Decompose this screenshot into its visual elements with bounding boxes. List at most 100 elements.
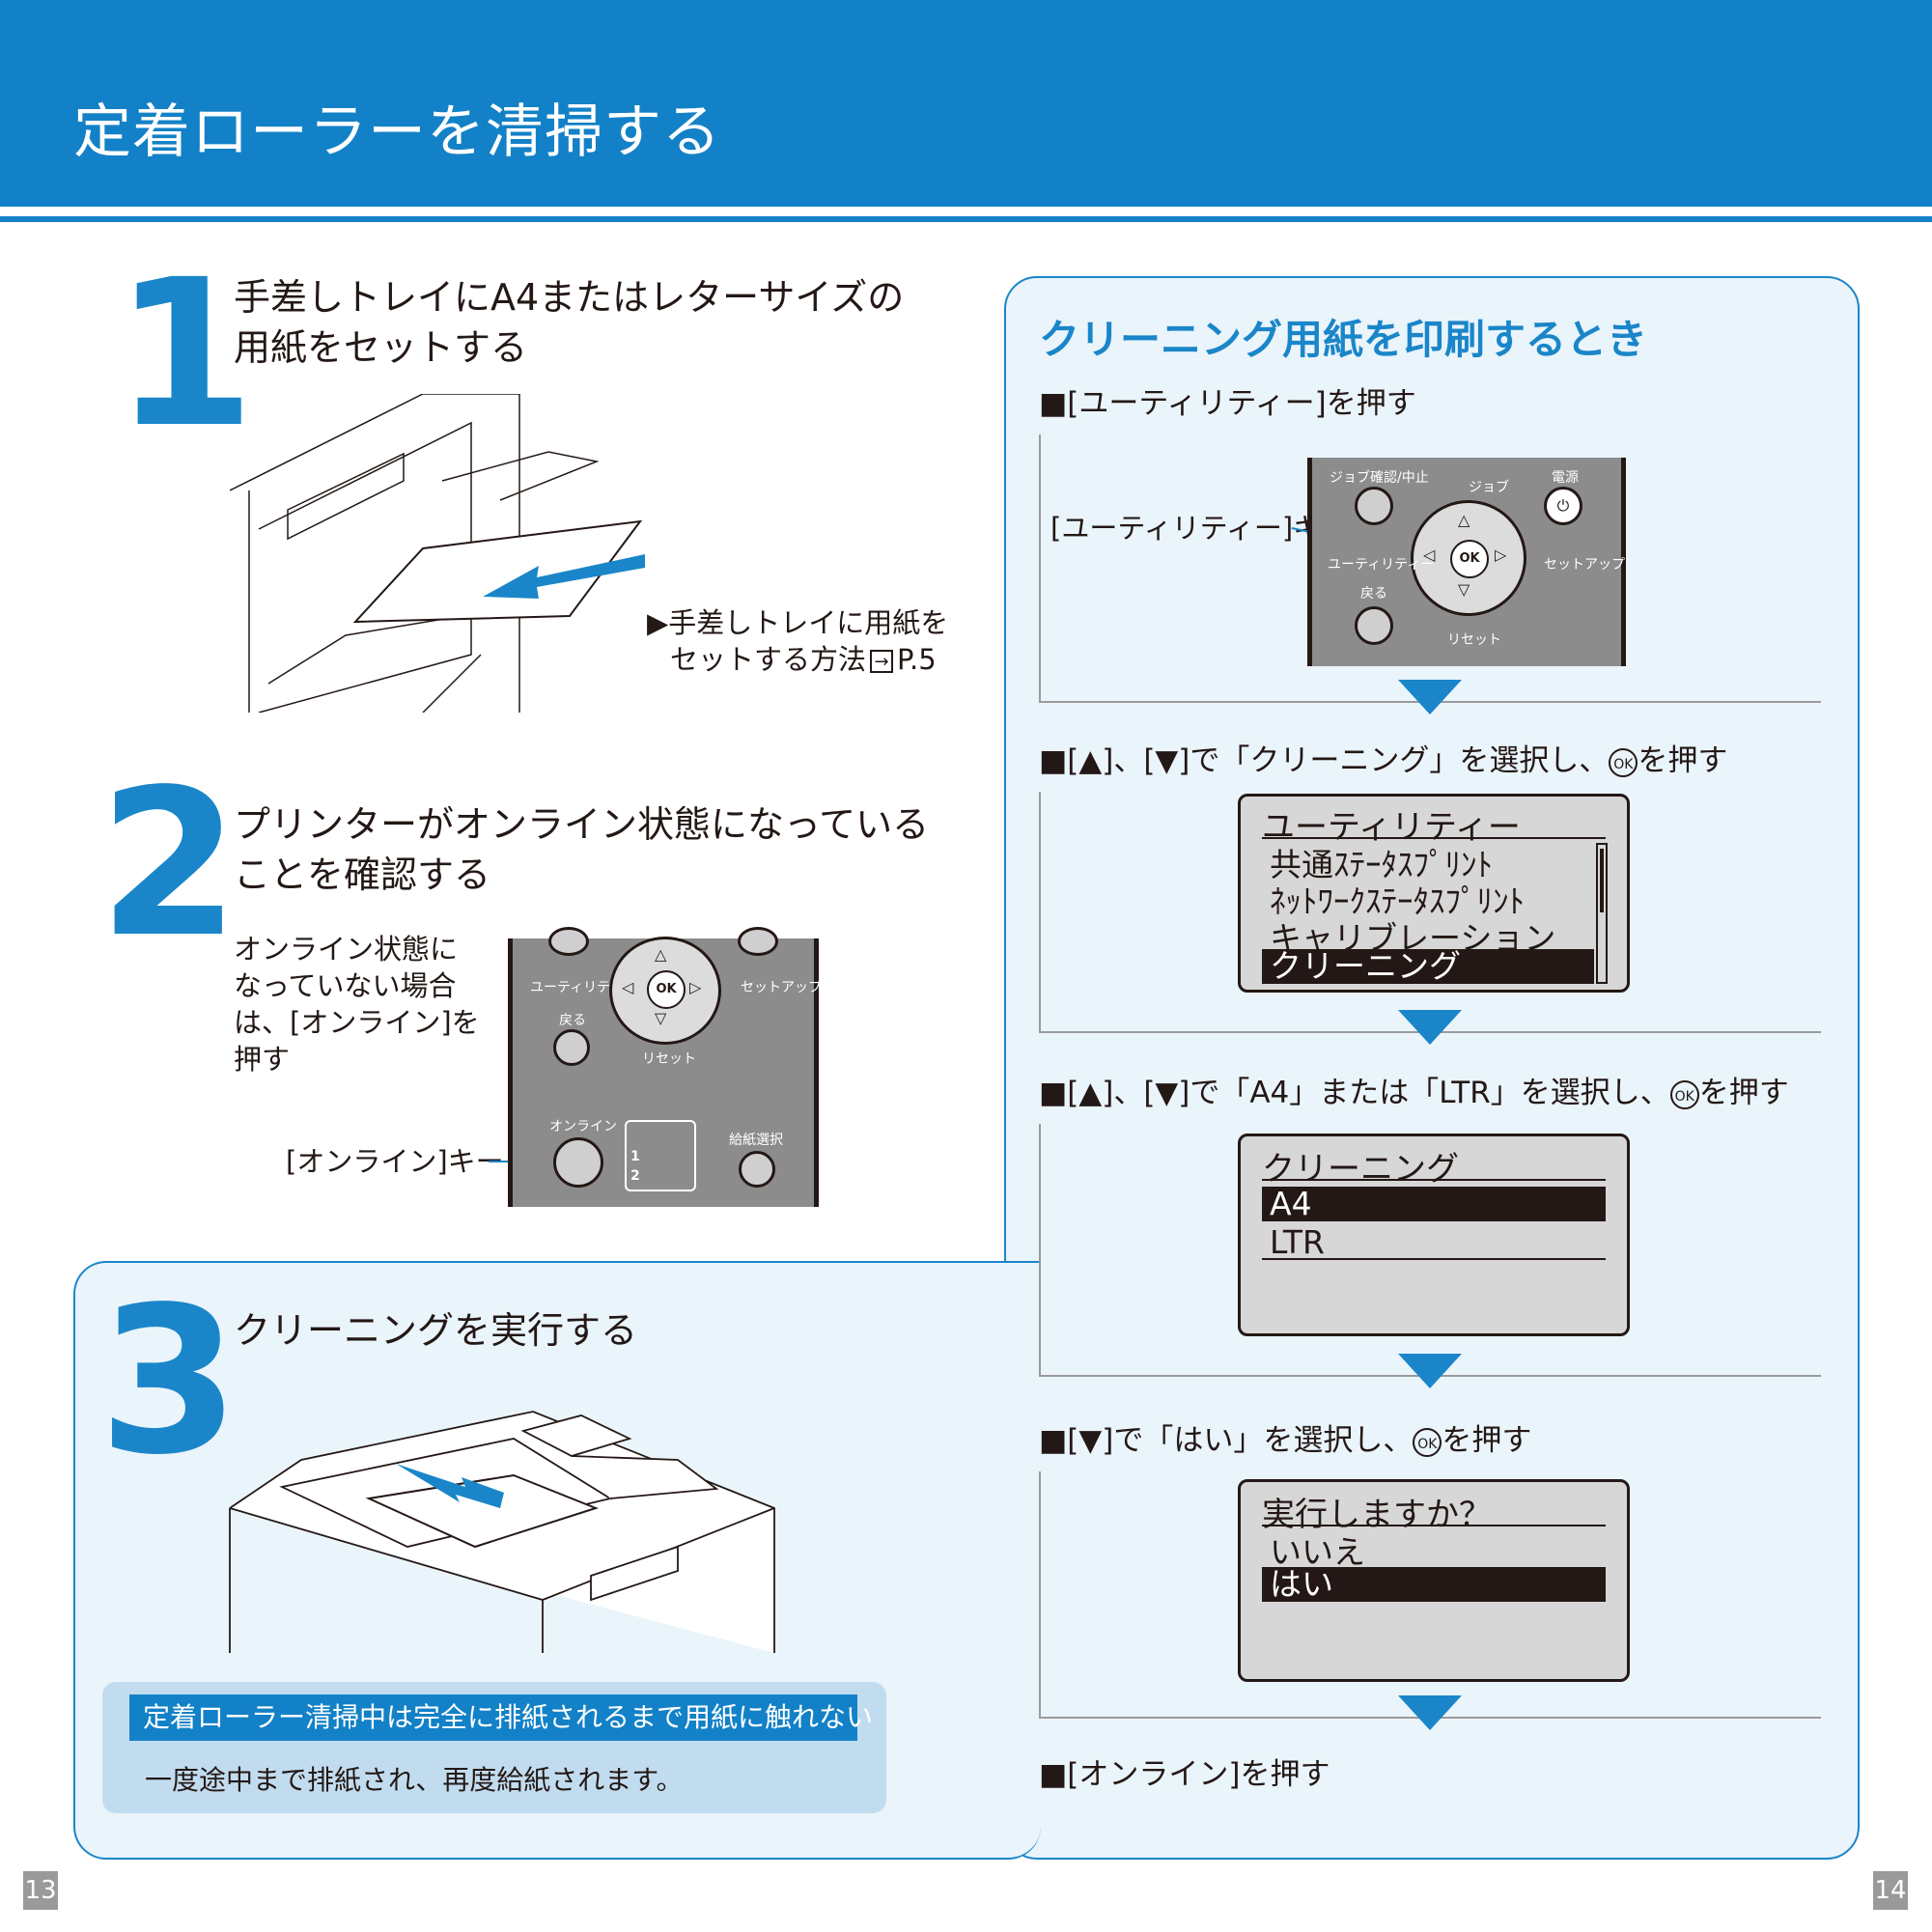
step2-note-line: なっていない場合 [234,969,457,1002]
lcd-item-rule [1262,1258,1606,1260]
instr-select-yes-text: ■[▼]で「はい」を選択し、 [1039,1423,1414,1458]
instr-select-cleaning-text: ■[▲]、[▼]で「クリーニング」を選択し、 [1039,743,1610,778]
frame1-left [1039,434,1041,703]
cleaning-heading: クリーニング用紙を印刷するとき [1039,316,1648,363]
back-label: 戻る [559,1013,586,1028]
down-arrow-icon[interactable]: ▽ [655,1009,667,1027]
left-arrow-icon[interactable]: ◁ [622,978,634,996]
step2-text-line2: ことを確認する [234,854,491,896]
step2-note: オンライン状態に なっていない場合 は、[オンライン]を 押す [234,931,480,1078]
down-arrow-icon[interactable]: ▽ [1458,580,1470,599]
ok-icon: OK [1609,747,1638,777]
page-link-icon: → [870,650,894,673]
step1-reference-text: セットする方法 [670,643,867,676]
instr-select-size-text: ■[▲]、[▼]で「A4」または「LTR」を選択し、 [1039,1076,1670,1110]
ok-icon: OK [1669,1079,1699,1109]
step1-text: 手差しトレイにA4またはレターサイズの 用紙をセットする [234,272,904,373]
lcd-menu-item[interactable]: ﾈｯﾄﾜｰｸｽﾃｰﾀｽﾌﾟﾘﾝﾄ [1270,882,1525,920]
frame3-left [1039,1124,1041,1377]
page-number-left: 13 [23,1871,58,1910]
step3-number: 3 [98,1263,240,1499]
step1-number: 1 [114,236,256,472]
lcd-utility-menu: ユーティリティー 共通ｽﾃｰﾀｽﾌﾟﾘﾝﾄ ﾈｯﾄﾜｰｸｽﾃｰﾀｽﾌﾟﾘﾝﾄ キ… [1238,794,1630,993]
power-label: 電源 [1552,470,1579,486]
panel-button-top-left[interactable] [548,927,589,956]
utility-label: ユーティリティー [1328,557,1435,573]
caution-body: 一度途中まで排紙され、再度給紙されます。 [145,1764,684,1796]
step2-note-line: 押す [234,1043,291,1076]
lcd-menu-item-selected[interactable]: A4 [1262,1187,1606,1221]
online-control-panel: ユーティリティー セットアップ OK △ ▽ ◁ ▷ 戻る リセット オンライン… [508,927,822,1207]
lcd-menu-item[interactable]: いいえ [1270,1533,1365,1571]
tray1-label: 1 [630,1149,640,1164]
header-rule [0,216,1932,222]
back-button[interactable] [553,1029,590,1066]
step1-reference-line2[interactable]: セットする方法→P.5 [670,641,937,678]
up-arrow-icon[interactable]: △ [655,945,667,964]
lcd-title-rule [1262,837,1606,839]
back-button[interactable] [1355,606,1393,645]
step2-text: プリンターがオンライン状態になっている ことを確認する [234,799,929,900]
utility-control-panel: ジョブ確認/中止 ジョブ 電源 ⏻ OK △ ▽ ◁ ▷ ユーティリティー セッ… [1307,458,1626,666]
up-arrow-icon[interactable]: △ [1458,511,1470,529]
left-arrow-icon[interactable]: ◁ [1423,546,1436,564]
paper-tray-icon [625,1120,696,1191]
lcd-confirm-menu: 実行しますか？ いいえ はい [1238,1479,1630,1682]
frame4-left [1039,1471,1041,1719]
online-button[interactable] [553,1137,603,1188]
lcd-title-rule [1262,1179,1606,1181]
back-label: 戻る [1360,586,1387,602]
step1-text-line2: 用紙をセットする [234,326,528,369]
ok-button[interactable]: OK [1450,540,1489,578]
lcd-title-rule [1262,1525,1606,1526]
ok-button[interactable]: OK [647,970,686,1009]
lcd-title: ユーティリティー [1262,808,1521,847]
paper-select-label: 給紙選択 [729,1133,783,1148]
lcd-title: クリーニング [1262,1150,1459,1189]
paper-select-button[interactable] [739,1151,775,1188]
step2-note-line: オンライン状態に [234,933,459,966]
step-arrow-icon [1398,1695,1462,1730]
printer-output-illustration [229,1411,775,1653]
right-arrow-icon[interactable]: ▷ [1495,546,1507,564]
lcd-scrollbar-thumb[interactable] [1600,849,1604,912]
instr-select-yes-tail: を押す [1442,1423,1532,1458]
instr-press-online: ■[オンライン]を押す [1039,1757,1330,1792]
lcd-cleaning-menu: クリーニング A4 LTR [1238,1134,1630,1336]
job-confirm-label: ジョブ確認/中止 [1330,470,1429,486]
panel-button-top-right[interactable] [738,927,778,956]
step1-text-line1: 手差しトレイにA4またはレターサイズの [234,276,905,319]
step2-number: 2 [98,745,240,982]
power-icon[interactable]: ⏻ [1544,487,1582,525]
step3-text: クリーニングを実行する [234,1309,638,1352]
utility-key-label: [ユーティリティー]キー [1050,512,1350,545]
instr-select-cleaning-tail: を押す [1638,743,1728,778]
lcd-menu-item-selected[interactable]: はい [1262,1567,1606,1602]
step-arrow-icon [1398,680,1462,714]
reset-label: リセット [642,1051,696,1067]
lcd-menu-item-selected[interactable]: クリーニング [1262,949,1594,984]
navigation-dial[interactable]: OK △ ▽ ◁ ▷ [1411,500,1526,616]
setup-label: セットアップ [741,980,822,995]
job-confirm-button[interactable] [1355,487,1393,525]
header-bar [0,0,1932,207]
instr-press-utility: ■[ユーティリティー]を押す [1039,386,1416,421]
lcd-menu-item[interactable]: 共通ｽﾃｰﾀｽﾌﾟﾘﾝﾄ [1270,846,1493,883]
setup-label: セットアップ [1544,557,1625,573]
tray2-label: 2 [630,1168,640,1184]
ok-icon: OK [1413,1427,1442,1457]
lcd-scrollbar[interactable] [1596,843,1608,984]
right-arrow-icon[interactable]: ▷ [689,978,702,996]
page-number-right: 14 [1873,1871,1908,1910]
online-label: オンライン [549,1119,617,1134]
lcd-menu-item[interactable]: LTR [1270,1223,1325,1261]
job-label: ジョブ [1469,480,1509,495]
navigation-dial[interactable]: OK △ ▽ ◁ ▷ [609,937,721,1045]
step2-note-line: は、[オンライン]を [234,1006,480,1039]
step1-reference-page: P.5 [897,643,937,676]
online-key-label: [オンライン]キー [286,1145,504,1178]
step-arrow-icon [1398,1354,1462,1388]
